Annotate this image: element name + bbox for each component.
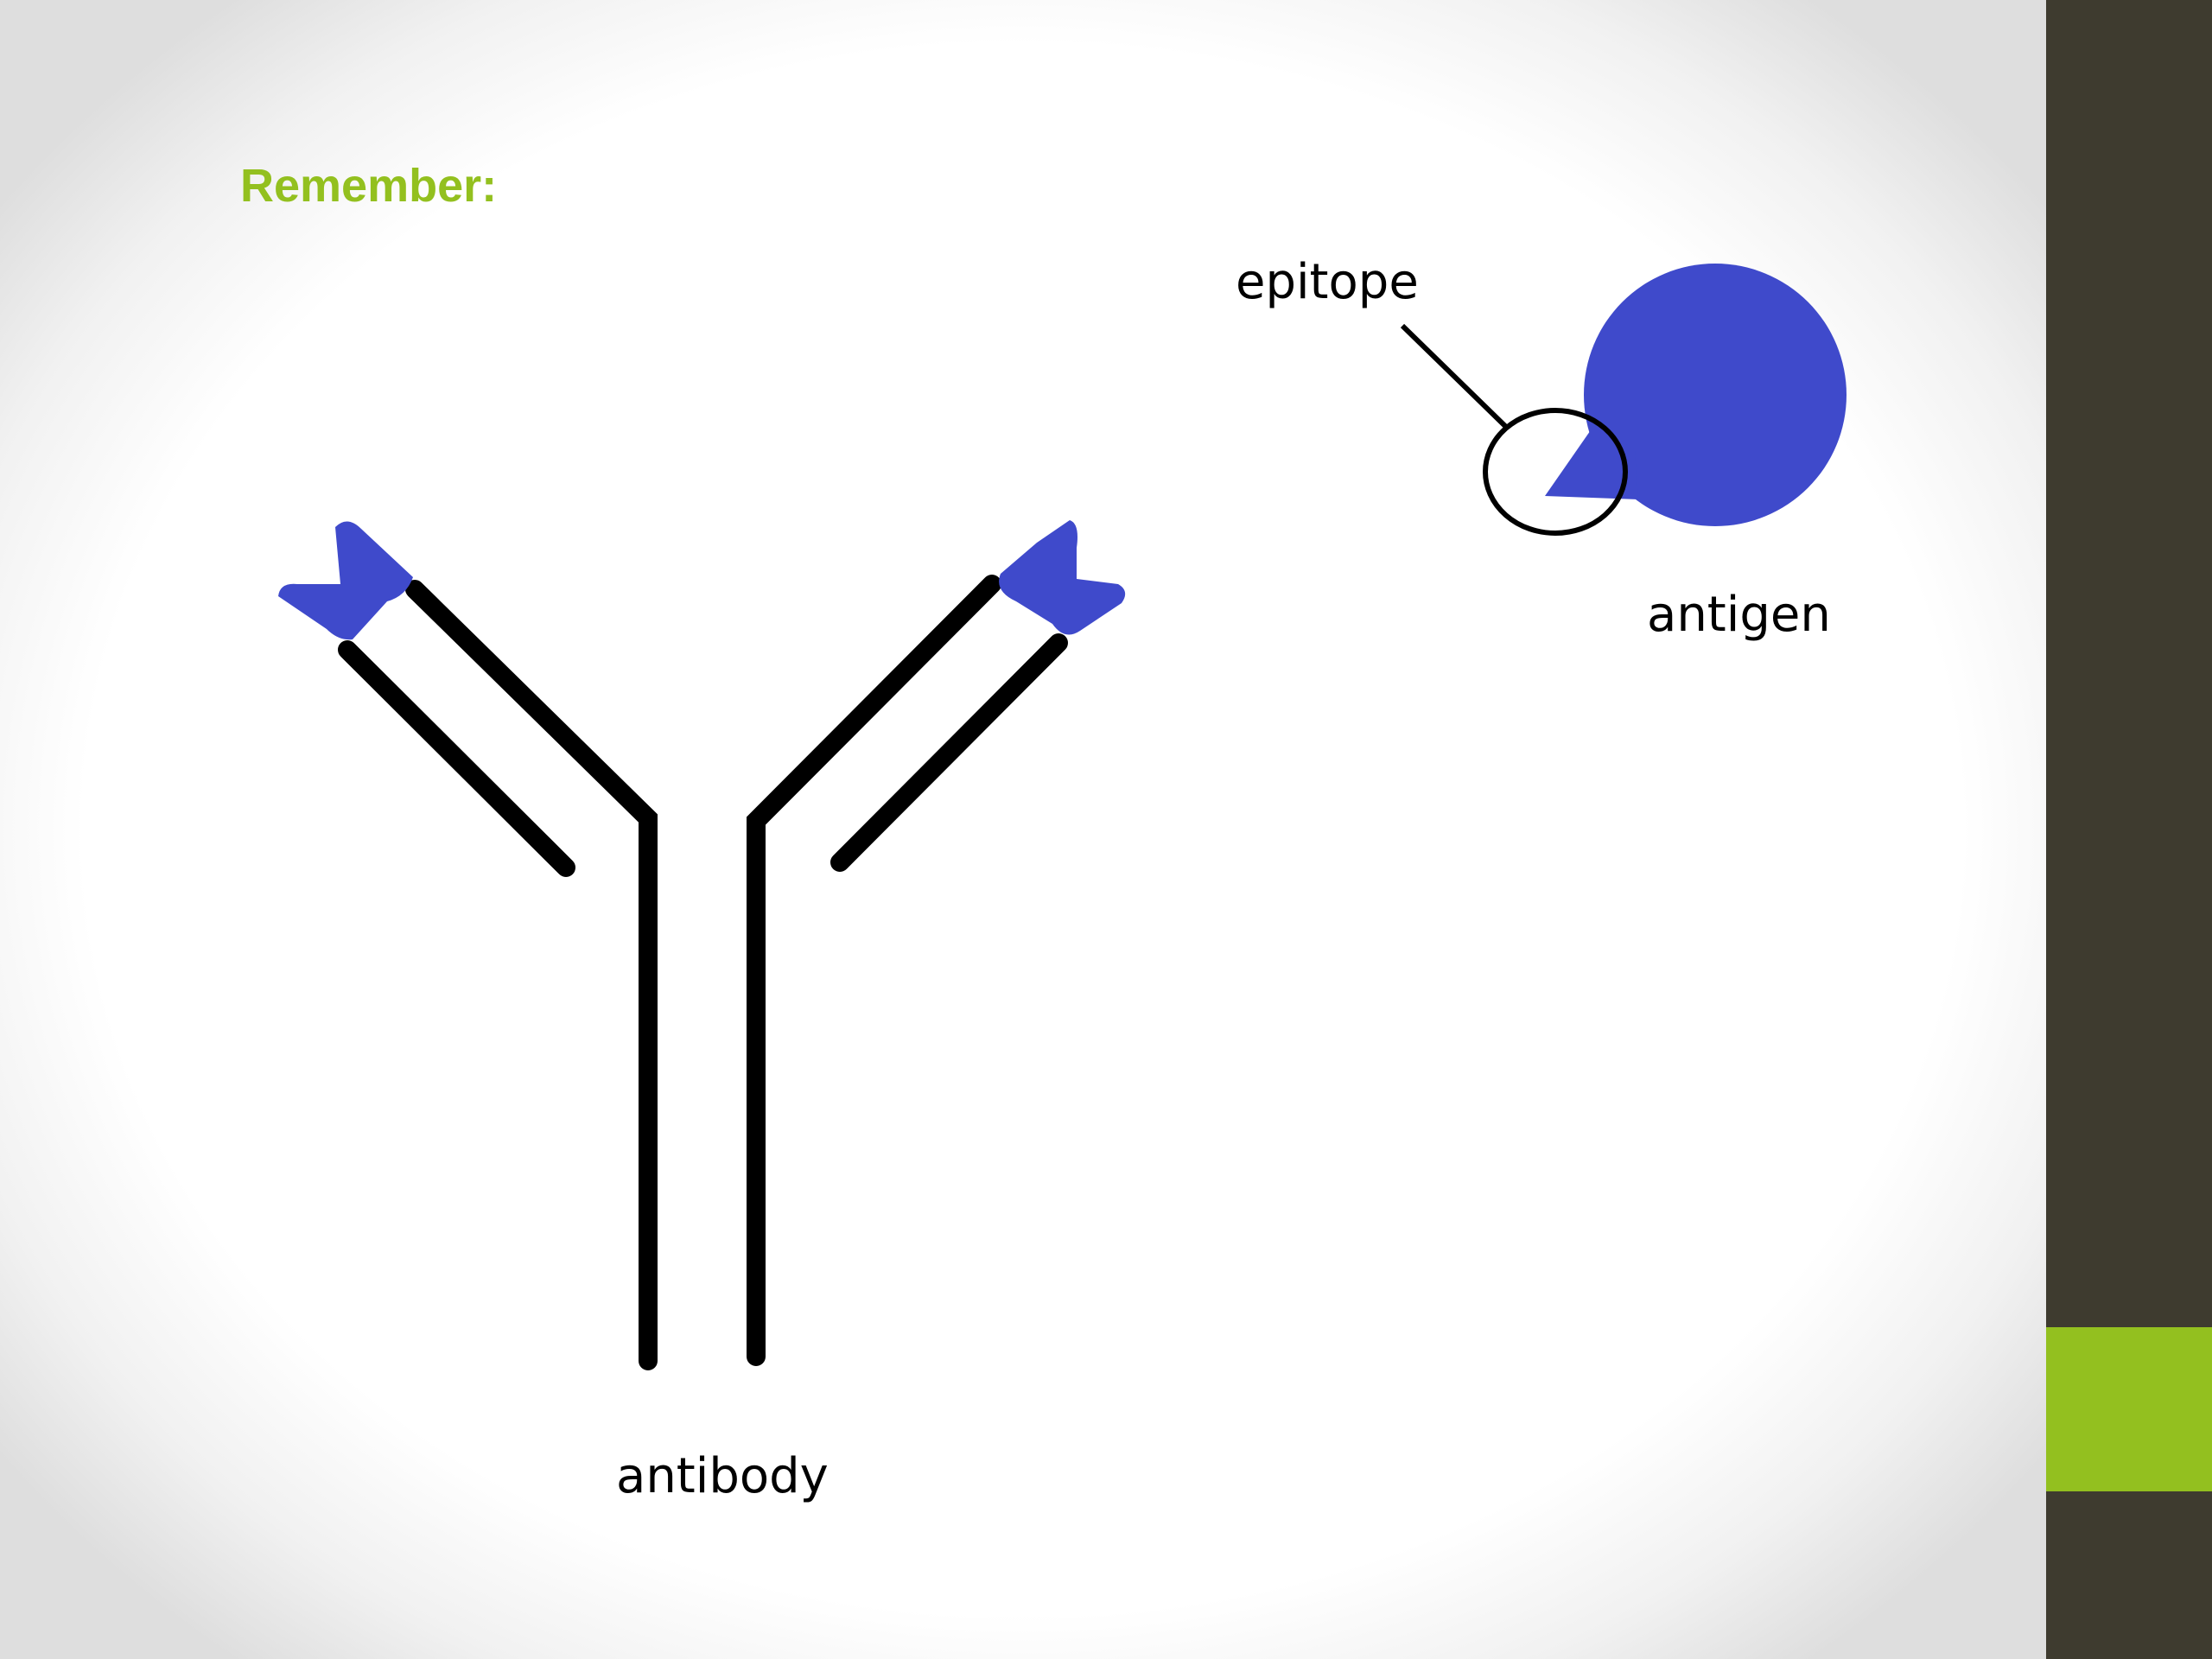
binding-site-left bbox=[278, 521, 413, 640]
slide-canvas: Remember: epitope an bbox=[0, 0, 2046, 1659]
epitope-label: epitope bbox=[1236, 254, 1419, 310]
binding-site-right bbox=[999, 520, 1126, 635]
slide-heading: Remember: bbox=[240, 160, 498, 212]
antigen-body bbox=[1584, 264, 1847, 526]
antibody-light-chain-right bbox=[830, 633, 1068, 872]
antibody-label: antibody bbox=[616, 1448, 829, 1504]
epitope-pointer-line bbox=[1400, 323, 1510, 431]
antibody-light-chain-left bbox=[338, 640, 575, 877]
sidebar-accent-block bbox=[2046, 1327, 2212, 1491]
binding-sites bbox=[278, 520, 1126, 640]
epitope-circle bbox=[1483, 408, 1628, 536]
epitope-marker bbox=[1400, 323, 1628, 536]
antibody bbox=[338, 575, 1068, 1370]
antibody-heavy-chain-left bbox=[405, 580, 658, 1370]
antibody-antigen-diagram: epitope antigen antibody bbox=[278, 254, 1847, 1504]
antibody-heavy-chain-right bbox=[747, 575, 1001, 1366]
antigen bbox=[1545, 264, 1847, 526]
antigen-label: antigen bbox=[1647, 587, 1831, 643]
